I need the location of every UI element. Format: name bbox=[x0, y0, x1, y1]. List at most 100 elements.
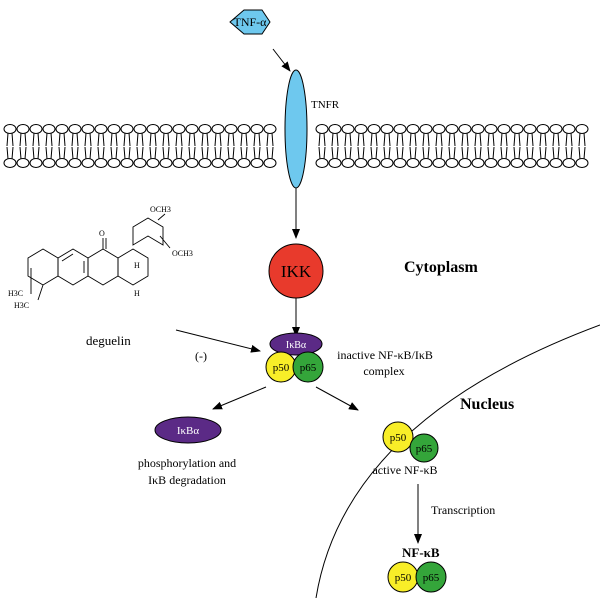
lipid-tail-bottom bbox=[500, 146, 503, 160]
lipid-tail-bottom bbox=[474, 146, 477, 160]
lipid-tail-top bbox=[24, 132, 27, 147]
lipid-tail-top bbox=[357, 132, 360, 147]
lipid-tail-top bbox=[565, 132, 568, 147]
lipid-head-bottom bbox=[562, 158, 576, 168]
lipid-tail-top bbox=[180, 132, 183, 147]
lipid-head-top bbox=[224, 124, 238, 134]
deguelin-methyl-1: H3C bbox=[8, 289, 23, 298]
complex-p65 bbox=[292, 351, 324, 383]
lipid-tail-bottom bbox=[76, 146, 79, 160]
lipid-head-top bbox=[198, 124, 212, 134]
lipid-tail-top bbox=[71, 132, 74, 147]
lipid-head-bottom bbox=[523, 158, 537, 168]
lipid-tail-top bbox=[531, 132, 534, 147]
lipid-tail-bottom bbox=[201, 146, 204, 160]
lipid-tail-bottom bbox=[453, 146, 456, 160]
tnf-alpha-label: TNF-α bbox=[234, 15, 268, 29]
ikk-label: IKK bbox=[281, 262, 312, 281]
lipid-tail-top bbox=[240, 132, 243, 147]
tnfr-receptor bbox=[284, 69, 308, 189]
lipid-tail-bottom bbox=[531, 146, 534, 160]
lipid-head-bottom bbox=[172, 158, 186, 168]
lipid-head-bottom bbox=[406, 158, 420, 168]
lipid-tail-top bbox=[570, 132, 573, 147]
lipid-head-bottom bbox=[120, 158, 134, 168]
lipid-tail-top bbox=[370, 132, 373, 147]
lipid-tail-top bbox=[188, 132, 191, 147]
degradation-label-line2: IκB degradation bbox=[148, 473, 226, 487]
lipid-tail-top bbox=[544, 132, 547, 147]
lipid-tail-top bbox=[518, 132, 521, 147]
lipid-head-bottom bbox=[367, 158, 381, 168]
lipid-head-bottom bbox=[471, 158, 485, 168]
lipid-head-bottom bbox=[484, 158, 498, 168]
product-p65-label: p65 bbox=[423, 572, 440, 584]
product-title: NF-κB bbox=[402, 545, 440, 560]
lipid-tail-top bbox=[136, 132, 139, 147]
lipid-tail-bottom bbox=[349, 146, 352, 160]
lipid-tail-top bbox=[513, 132, 516, 147]
lipid-head-top bbox=[159, 124, 173, 134]
lipid-head-bottom bbox=[211, 158, 225, 168]
lipid-tail-bottom bbox=[97, 146, 100, 160]
lipid-tail-bottom bbox=[240, 146, 243, 160]
lipid-tail-bottom bbox=[180, 146, 183, 160]
lipid-tail-bottom bbox=[128, 146, 131, 160]
lipid-head-top bbox=[367, 124, 381, 134]
lipid-tail-top bbox=[232, 132, 235, 147]
lipid-head-bottom bbox=[107, 158, 121, 168]
lipid-tail-bottom bbox=[6, 146, 9, 160]
lipid-head-top bbox=[562, 124, 576, 134]
lipid-tail-top bbox=[50, 132, 53, 147]
lipid-tail-bottom bbox=[188, 146, 191, 160]
lipid-tail-top bbox=[258, 132, 261, 147]
lipid-head-top bbox=[29, 124, 43, 134]
inactive-complex-label-line2: complex bbox=[363, 364, 404, 378]
deguelin-ring-o: O bbox=[99, 229, 105, 238]
lipid-head-top bbox=[419, 124, 433, 134]
lipid-tail-top bbox=[557, 132, 560, 147]
lipid-tail-bottom bbox=[154, 146, 157, 160]
lipid-head-top bbox=[432, 124, 446, 134]
lipid-tail-top bbox=[206, 132, 209, 147]
lipid-head-bottom bbox=[445, 158, 459, 168]
product-p50-label: p50 bbox=[395, 572, 412, 584]
lipid-tail-bottom bbox=[58, 146, 61, 160]
lipid-tail-top bbox=[526, 132, 529, 147]
nucleus-label: Nucleus bbox=[460, 396, 514, 413]
lipid-tail-top bbox=[253, 132, 256, 147]
lipid-head-bottom bbox=[237, 158, 251, 168]
lipid-head-top bbox=[237, 124, 251, 134]
lipid-tail-top bbox=[487, 132, 490, 147]
lipid-head-bottom bbox=[146, 158, 160, 168]
lipid-head-bottom bbox=[133, 158, 147, 168]
lipid-tail-bottom bbox=[258, 146, 261, 160]
active-p50-label: p50 bbox=[390, 432, 407, 444]
lipid-tail-top bbox=[89, 132, 92, 147]
lipid-tail-bottom bbox=[63, 146, 66, 160]
lipid-head-bottom bbox=[354, 158, 368, 168]
inactive-complex-label-line1: inactive NF-κB/IκB bbox=[337, 348, 433, 362]
lipid-tail-bottom bbox=[19, 146, 22, 160]
lipid-head-bottom bbox=[510, 158, 524, 168]
lipid-head-bottom bbox=[419, 158, 433, 168]
lipid-tail-top bbox=[245, 132, 248, 147]
lipid-tail-bottom bbox=[37, 146, 40, 160]
free-ikba bbox=[154, 416, 222, 444]
lipid-tail-bottom bbox=[214, 146, 217, 160]
arrow-complex-to-nucleus bbox=[315, 386, 359, 411]
lipid-tail-top bbox=[76, 132, 79, 147]
lipid-tail-bottom bbox=[227, 146, 230, 160]
deguelin-label: deguelin bbox=[86, 333, 131, 348]
lipid-head-top bbox=[471, 124, 485, 134]
lipid-head-top bbox=[185, 124, 199, 134]
lipid-tail-top bbox=[128, 132, 131, 147]
lipid-tail-bottom bbox=[539, 146, 542, 160]
lipid-tail-top bbox=[323, 132, 326, 147]
lipid-tail-bottom bbox=[396, 146, 399, 160]
lipid-tail-top bbox=[84, 132, 87, 147]
lipid-tail-top bbox=[318, 132, 321, 147]
deguelin-methyl-2: H3C bbox=[14, 301, 29, 310]
lipid-tail-top bbox=[552, 132, 555, 147]
lipid-tail-bottom bbox=[123, 146, 126, 160]
